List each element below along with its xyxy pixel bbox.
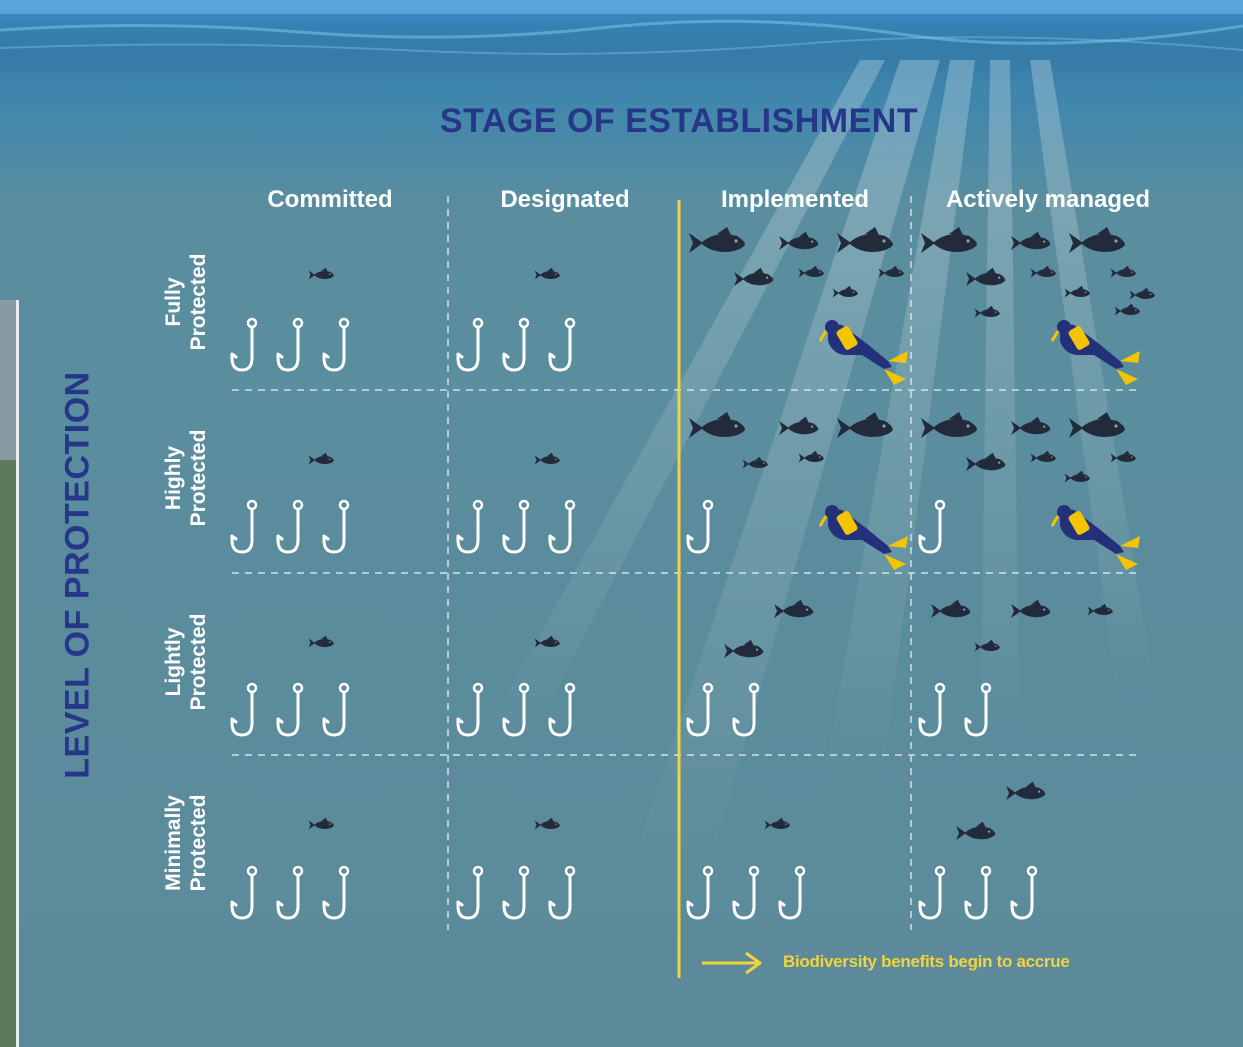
fish-icon [308, 452, 334, 465]
fish-icon [921, 412, 977, 438]
fishing-hook-icon [918, 682, 946, 737]
fishing-hook-icon [778, 865, 806, 920]
fish-icon [974, 639, 1000, 652]
fish-icon [779, 231, 819, 250]
fish-icon [764, 817, 790, 830]
fishing-hook-icon [502, 682, 530, 737]
fish-icon [1030, 450, 1056, 463]
column-header-implemented: Implemented [720, 186, 870, 213]
fishing-hook-icon [964, 682, 992, 737]
fish-icon [308, 635, 334, 648]
scuba-diver-icon [1050, 320, 1140, 385]
fishing-hook-icon [230, 865, 258, 920]
fish-icon [1064, 470, 1090, 483]
fishing-hook-icon [456, 317, 484, 372]
fishing-hook-icon [548, 682, 576, 737]
fishing-hook-icon [548, 865, 576, 920]
fish-icon [1030, 265, 1056, 278]
fish-icon [534, 452, 560, 465]
fishing-hook-icon [1010, 865, 1038, 920]
fishing-hook-icon [230, 682, 258, 737]
fish-icon [878, 265, 904, 278]
fish-icon [1069, 412, 1125, 438]
fish-icon [689, 412, 745, 438]
fish-icon [724, 639, 764, 658]
fish-icon [534, 635, 560, 648]
fish-icon [798, 265, 824, 278]
fish-icon [798, 450, 824, 463]
fish-icon [974, 305, 1000, 318]
fish-icon [1011, 231, 1051, 250]
fishing-hook-icon [230, 499, 258, 554]
fish-icon [779, 416, 819, 435]
fish-icon [534, 817, 560, 830]
fish-icon [734, 267, 774, 286]
fish-icon [308, 817, 334, 830]
fish-icon [956, 821, 996, 840]
fish-icon [1011, 416, 1051, 435]
chart-title: STAGE OF ESTABLISHMENT [439, 102, 919, 140]
fish-icon [966, 452, 1006, 471]
scuba-diver-icon [818, 505, 908, 570]
fish-icon [931, 599, 971, 618]
fish-icon [837, 227, 893, 253]
fish-icon [742, 456, 768, 469]
fish-icon [308, 267, 334, 280]
fishing-hook-icon [322, 682, 350, 737]
fish-icon [534, 267, 560, 280]
fish-icon [1114, 303, 1140, 316]
column-header-designated: Designated [500, 186, 630, 213]
fishing-hook-icon [732, 865, 760, 920]
fish-icon [774, 599, 814, 618]
fishing-hook-icon [502, 499, 530, 554]
arrow-right-icon [702, 951, 762, 975]
scuba-diver-icon [1050, 505, 1140, 570]
fishing-hook-icon [502, 317, 530, 372]
fishing-hook-icon [456, 682, 484, 737]
fish-icon [1110, 265, 1136, 278]
legend-label: Biodiversity benefits begin to accrue [783, 952, 1070, 971]
column-header-actively-managed: Actively managed [945, 186, 1151, 213]
fishing-hook-icon [276, 499, 304, 554]
fishing-hook-icon [322, 499, 350, 554]
column-header-committed: Committed [267, 186, 393, 213]
fish-icon [1069, 227, 1125, 253]
fishing-hook-icon [686, 865, 714, 920]
fishing-hook-icon [548, 499, 576, 554]
fish-icon [1011, 599, 1051, 618]
fishing-hook-icon [918, 865, 946, 920]
fish-icon [1006, 781, 1046, 800]
fish-icon [832, 285, 858, 298]
fishing-hook-icon [918, 499, 946, 554]
fishing-hook-icon [276, 865, 304, 920]
fishing-hook-icon [964, 865, 992, 920]
fishing-hook-icon [502, 865, 530, 920]
fishing-hook-icon [686, 682, 714, 737]
fish-icon [1087, 603, 1113, 616]
fish-icon [966, 267, 1006, 286]
fishing-hook-icon [548, 317, 576, 372]
scuba-diver-icon [818, 320, 908, 385]
fishing-hook-icon [276, 682, 304, 737]
fish-icon [837, 412, 893, 438]
fish-icon [1064, 285, 1090, 298]
fishing-hook-icon [686, 499, 714, 554]
fishing-hook-icon [456, 499, 484, 554]
fishing-hook-icon [276, 317, 304, 372]
fish-icon [1110, 450, 1136, 463]
fishing-hook-icon [230, 317, 258, 372]
fishing-hook-icon [322, 317, 350, 372]
fishing-hook-icon [456, 865, 484, 920]
fish-icon [921, 227, 977, 253]
fishing-hook-icon [322, 865, 350, 920]
fish-icon [1129, 287, 1155, 300]
fishing-hook-icon [732, 682, 760, 737]
fish-icon [689, 227, 745, 253]
